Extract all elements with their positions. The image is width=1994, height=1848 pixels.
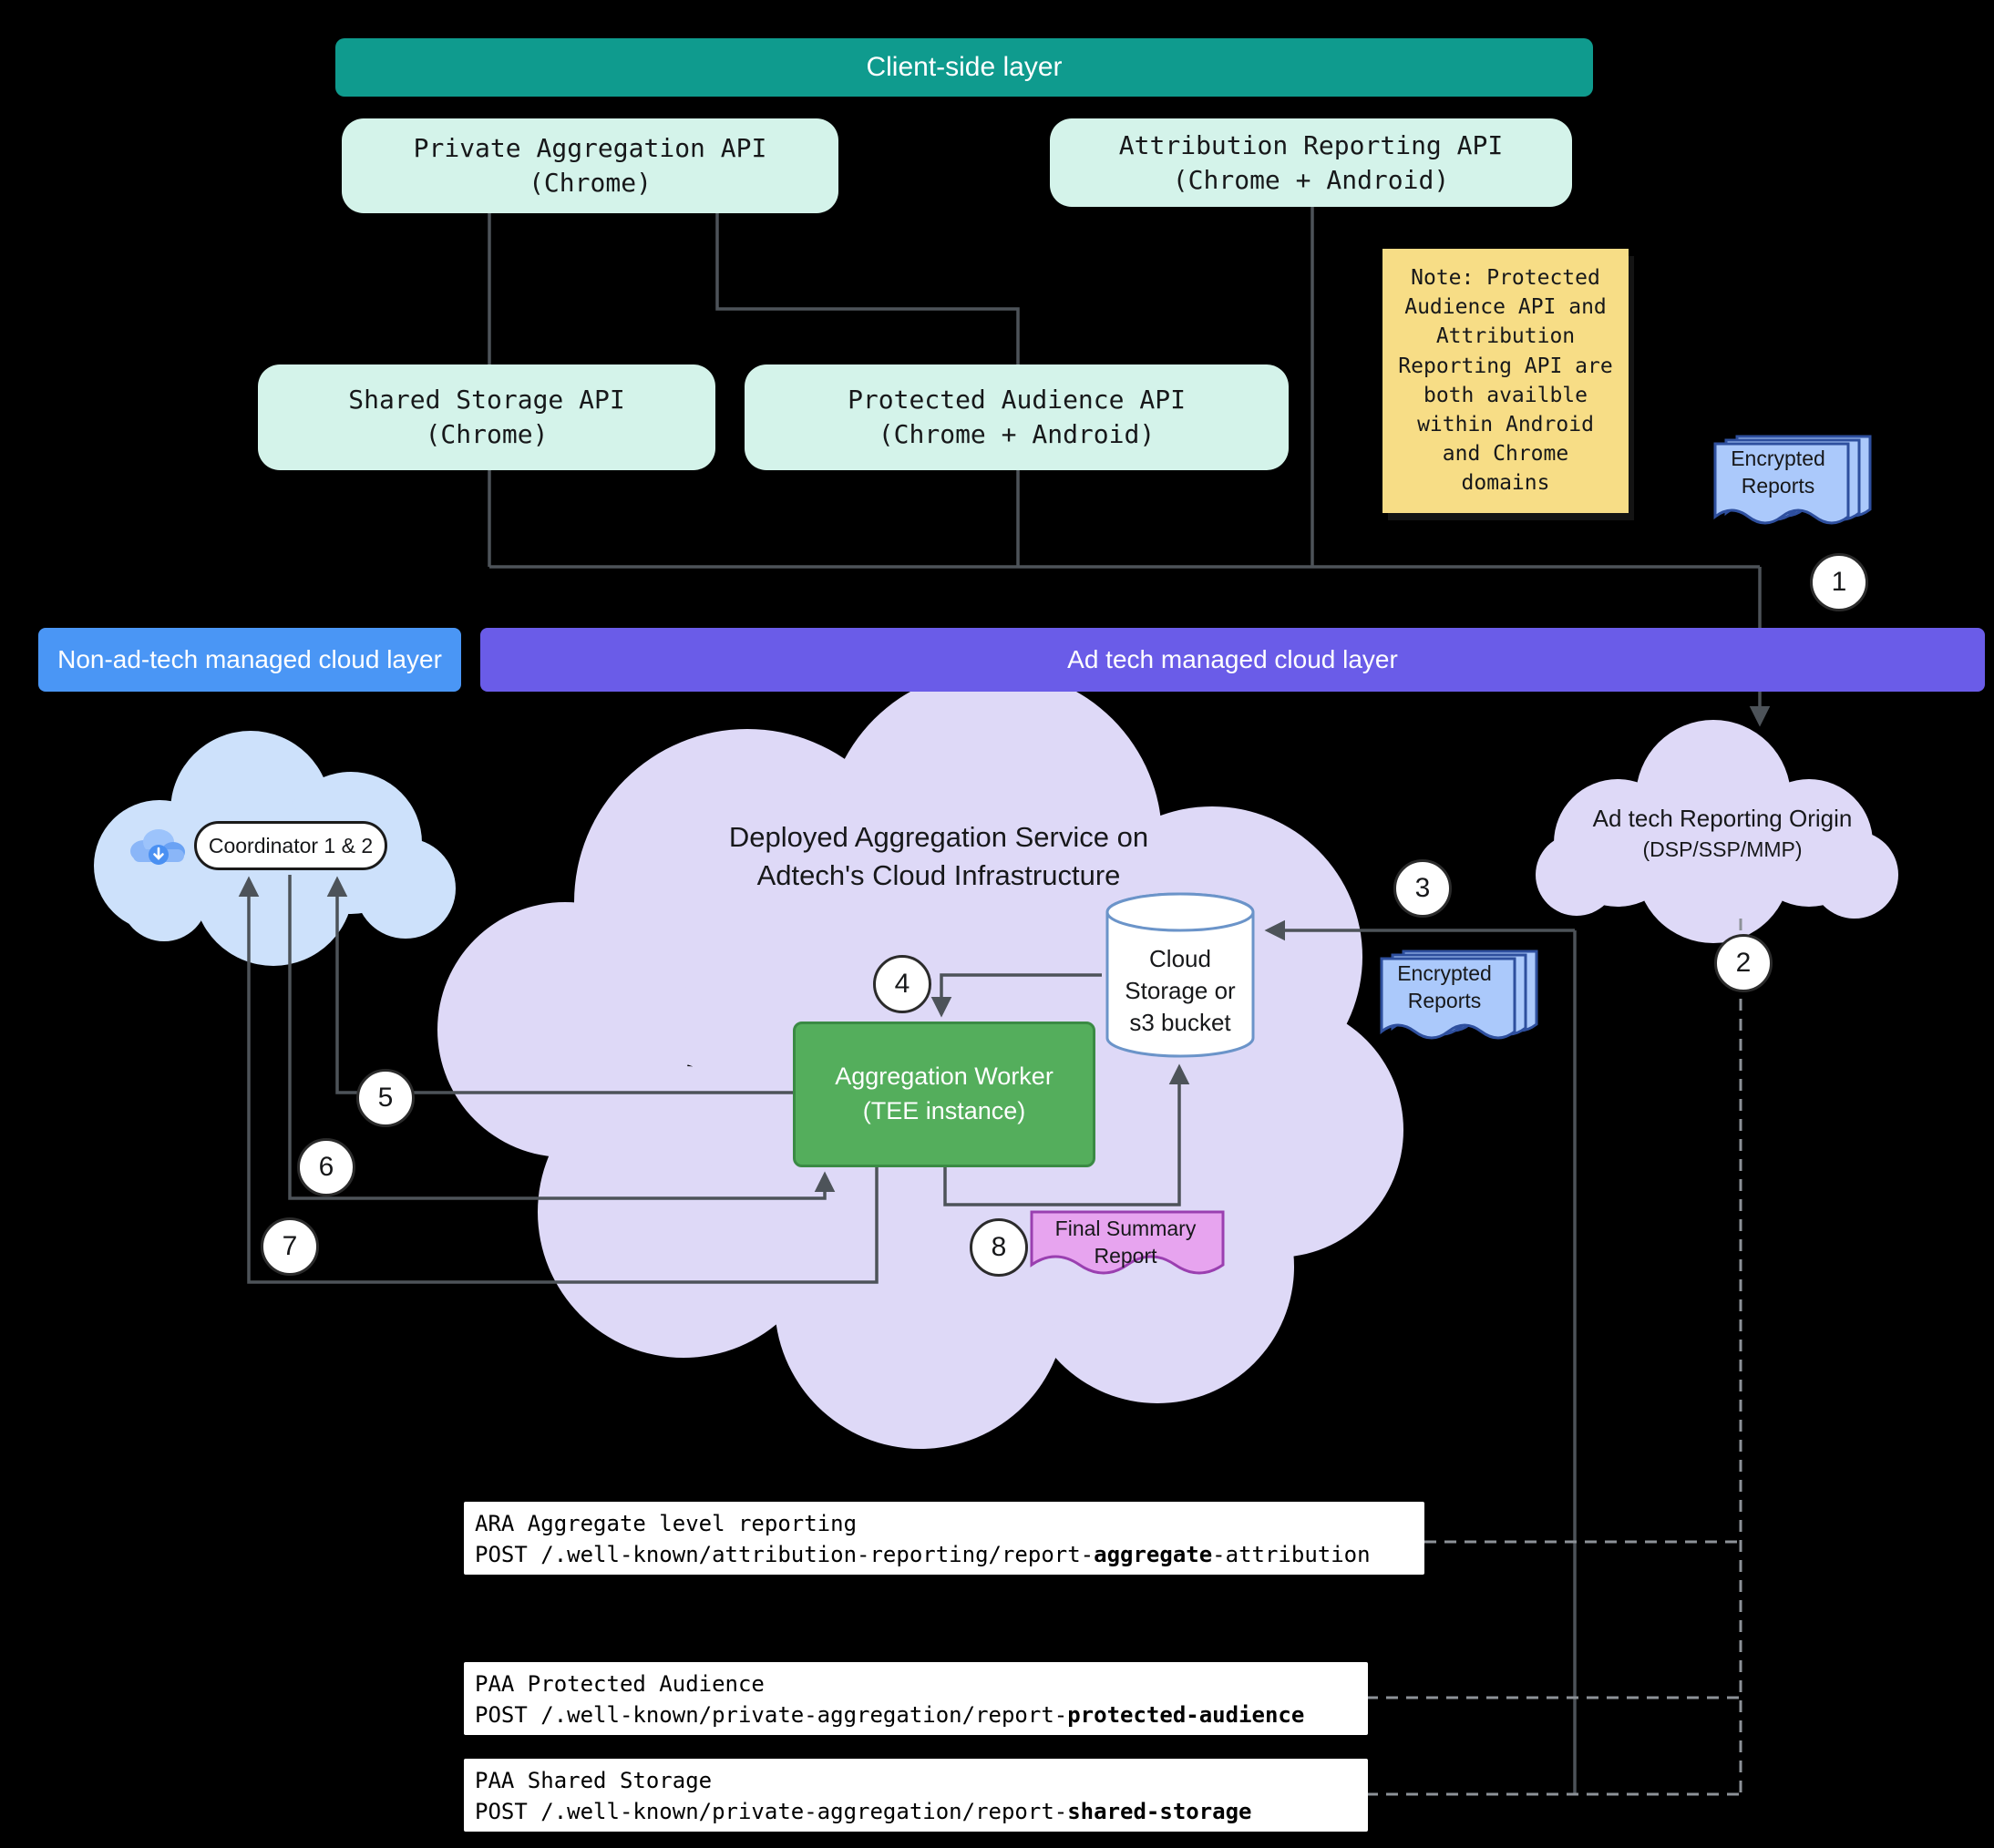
attribution-reporting-api-box: Attribution Reporting API (Chrome + Andr… [1050,118,1572,207]
coordinator-label: Coordinator 1 & 2 [208,833,374,857]
endpoint-ara-path-bold: aggregate [1094,1541,1213,1567]
endpoint-ara-path-pre: POST /.well-known/attribution-reporting/… [475,1541,1095,1567]
client-side-layer-label: Client-side layer [866,52,1063,82]
connector-worker-to-bucket [943,1063,1190,1206]
reporting-origin-label: Ad tech Reporting Origin (DSP/SSP/MMP) [1540,802,1905,865]
non-adtech-layer-bar: Non-ad-tech managed cloud layer [38,628,461,692]
step-badge-1: 1 [1810,553,1868,611]
encrypted-reports-mid-label: Encrypted Reports [1397,961,1492,1012]
endpoint-paa-ss-title: PAA Shared Storage [475,1768,713,1793]
endpoint-paa-pa-path-pre: POST /.well-known/private-aggregation/re… [475,1701,1068,1728]
endpoint-ara-path-suffix: -attribution [1212,1541,1371,1567]
endpoint-ara-path: POST /.well-known/attribution-reporting/… [475,1540,1413,1571]
step-badge-2: 2 [1714,934,1773,992]
encrypted-reports-top-label: Encrypted Reports [1731,447,1825,498]
document-stack-shape [1380,950,1538,1040]
encrypted-reports-doc-mid: Encrypted Reports [1378,948,1544,1066]
protected-audience-api-label: Protected Audience API [848,385,1186,416]
cloud-storage-cylinder [1102,888,1259,1063]
private-aggregation-api-sub: (Chrome) [529,168,652,198]
endpoint-paa-protected-audience: PAA Protected Audience POST /.well-known… [464,1662,1368,1735]
step-badge-5: 5 [356,1069,415,1127]
step-badge-6: 6 [297,1138,355,1196]
private-aggregation-api-box: Private Aggregation API (Chrome) [342,118,838,213]
private-aggregation-api-label: Private Aggregation API [413,133,767,164]
protected-audience-api-sub: (Chrome + Android) [878,419,1156,449]
cloud-download-icon-svg [130,829,185,865]
cylinder-shape [1105,892,1255,1058]
endpoint-paa-pa-path: POST /.well-known/private-aggregation/re… [475,1700,1357,1731]
connector-bucket-to-worker [930,973,1102,1018]
endpoint-ara-aggregate: ARA Aggregate level reporting POST /.wel… [464,1502,1424,1575]
connector-worker-to-coordinator [326,876,793,1094]
endpoint-paa-ss-path-pre: POST /.well-known/private-aggregation/re… [475,1798,1068,1824]
final-summary-report-label: Final Summary Report [1054,1217,1197,1268]
shared-storage-api-sub: (Chrome) [425,419,549,449]
cloud-download-icon [122,820,193,871]
aggregation-worker-sub: (TEE instance) [862,1097,1026,1124]
shared-storage-api-label: Shared Storage API [348,385,625,416]
reporting-origin-cloud-shape [1536,720,1898,943]
cloud-storage-label: Cloud Storage or s3 bucket [1125,945,1236,1037]
reporting-origin-title: Ad tech Reporting Origin [1592,805,1853,832]
shared-storage-api-box: Shared Storage API (Chrome) [258,364,715,470]
step-badge-7: 7 [261,1217,319,1276]
attribution-reporting-api-label: Attribution Reporting API [1118,129,1504,160]
endpoint-paa-ss-path: POST /.well-known/private-aggregation/re… [475,1797,1357,1828]
connector-worker-to-coordinator-2 [238,876,879,1284]
coordinator-pill: Coordinator 1 & 2 [194,821,387,870]
endpoint-paa-pa-title: PAA Protected Audience [475,1671,765,1697]
sticky-note-text: Note: Protected Audience API and Attribu… [1398,266,1613,496]
step-badge-8: 8 [970,1218,1028,1277]
connector-privagg-to-protectedaudience [715,212,1020,364]
step-badge-3: 3 [1393,859,1452,918]
endpoint-paa-shared-storage: PAA Shared Storage POST /.well-known/pri… [464,1759,1368,1832]
protected-audience-api-box: Protected Audience API (Chrome + Android… [745,364,1289,470]
final-summary-report-doc: Final Summary Report [1028,1208,1227,1296]
document-shape [1030,1210,1225,1275]
aggregation-worker-box: Aggregation Worker (TEE instance) [793,1022,1095,1167]
endpoint-paa-ss-path-bold: shared-storage [1067,1798,1252,1824]
document-stack-shape [1713,435,1872,525]
adtech-layer-label: Ad tech managed cloud layer [1067,645,1398,673]
step-badge-4: 4 [873,955,931,1013]
encrypted-reports-doc-top: Encrypted Reports [1711,433,1877,551]
adtech-layer-bar: Ad tech managed cloud layer [480,628,1985,692]
endpoint-ara-title: ARA Aggregate level reporting [475,1511,858,1536]
sticky-note: Note: Protected Audience API and Attribu… [1382,249,1629,513]
client-side-layer-bar: Client-side layer [335,38,1593,97]
connector-coordinator-to-worker [288,875,836,1200]
reporting-origin-sub: (DSP/SSP/MMP) [1642,837,1803,862]
endpoint-paa-pa-path-bold: protected-audience [1067,1701,1305,1728]
aggregation-cloud-title: Deployed Aggregation Service on Adtech's… [728,821,1149,891]
aggregation-worker-label: Aggregation Worker [835,1063,1054,1091]
attribution-reporting-api-sub: (Chrome + Android) [1172,164,1450,195]
non-adtech-layer-label: Non-ad-tech managed cloud layer [57,645,442,673]
